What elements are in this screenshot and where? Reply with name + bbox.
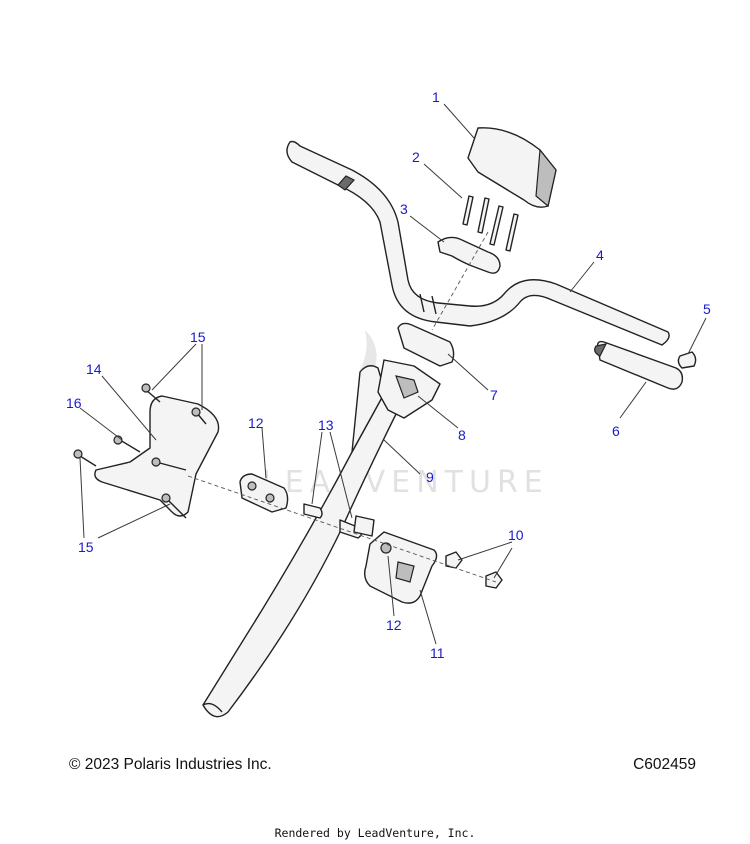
watermark-text: LEADVENTURE (262, 465, 549, 500)
callout-5[interactable]: 5 (703, 301, 711, 317)
nuts (445, 551, 503, 589)
leader-lines (79, 103, 707, 645)
grip (594, 340, 684, 390)
callout-2[interactable]: 2 (412, 149, 420, 165)
callout-13[interactable]: 13 (318, 417, 334, 433)
callout-4[interactable]: 4 (596, 247, 604, 263)
callout-11[interactable]: 11 (430, 645, 445, 661)
callout-6[interactable]: 6 (612, 423, 620, 439)
rendered-by-text: Rendered by LeadVenture, Inc. (274, 826, 476, 840)
callout-3[interactable]: 3 (400, 201, 408, 217)
bolts (462, 195, 519, 252)
steering-column (202, 365, 405, 718)
mounting-plate (94, 395, 220, 517)
copyright-text: © 2023 Polaris Industries Inc. (69, 756, 272, 773)
callout-12[interactable]: 12 (248, 415, 264, 431)
callout-12-lower[interactable]: 12 (386, 617, 402, 633)
drawing-number: C602459 (633, 756, 696, 773)
upper-clamp (437, 236, 501, 274)
end-cap (677, 351, 697, 369)
lower-clamp (397, 322, 455, 367)
handlebar (286, 140, 670, 346)
callouts: 1 2 3 4 5 6 7 8 9 10 11 12 12 13 14 15 1… (66, 89, 711, 661)
callout-9[interactable]: 9 (426, 469, 434, 485)
callout-16[interactable]: 16 (66, 395, 82, 411)
callout-15[interactable]: 15 (190, 329, 206, 345)
callout-8[interactable]: 8 (458, 427, 466, 443)
callout-10[interactable]: 10 (508, 527, 524, 543)
callout-15-lower[interactable]: 15 (78, 539, 94, 555)
assembly-lines (187, 231, 497, 583)
callout-7[interactable]: 7 (490, 387, 498, 403)
handlebar-cover (467, 127, 557, 208)
bracket (363, 531, 438, 604)
callout-1[interactable]: 1 (432, 89, 440, 105)
spacer-block (239, 473, 289, 513)
callout-14[interactable]: 14 (86, 361, 102, 377)
riser-bracket (377, 359, 441, 419)
